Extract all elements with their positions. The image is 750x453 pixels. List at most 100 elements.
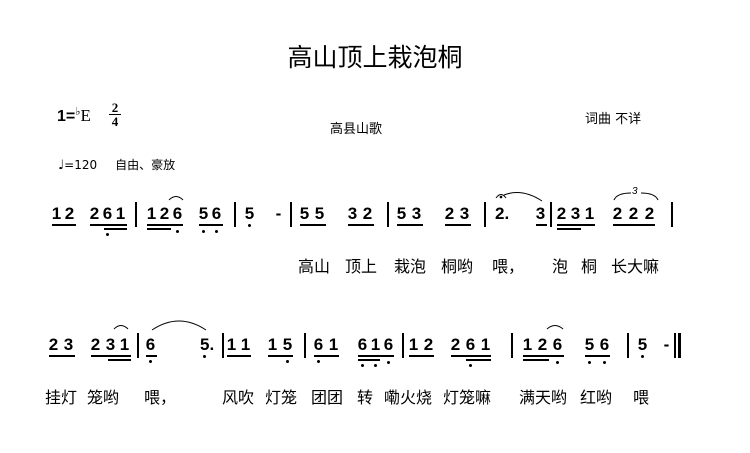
low-octave-dot (641, 355, 644, 358)
lyric: 顶上 (345, 257, 378, 276)
underline (268, 355, 293, 357)
low-octave-dot (202, 230, 205, 233)
accent-arc-icon (168, 196, 184, 201)
underline (445, 224, 471, 226)
lyric: 桐 (581, 257, 598, 276)
note: 3 (535, 204, 546, 223)
note: 5 (299, 204, 310, 223)
slur-icon (151, 320, 207, 331)
underline (104, 228, 127, 230)
underline (348, 224, 374, 226)
low-octave-dot (106, 233, 109, 236)
note: 3 (570, 204, 581, 223)
note: 1 (115, 204, 126, 223)
lyric: 栽泡 (394, 257, 427, 276)
dash: - (275, 204, 282, 223)
note: 3 (459, 204, 470, 223)
note: 1 (146, 204, 157, 223)
underline (314, 355, 339, 357)
underline (91, 355, 131, 357)
note: 1 (584, 204, 595, 223)
note: 6 (102, 204, 113, 223)
underline (557, 228, 581, 230)
barline (222, 333, 224, 358)
lyric: 喂 (633, 388, 650, 407)
underline (146, 355, 157, 357)
underline (409, 355, 434, 357)
lyric: 喂， (492, 257, 525, 276)
note: 6 (599, 335, 610, 354)
dotted-note: 5. (200, 335, 215, 354)
low-octave-dot (215, 230, 218, 233)
note: 2 (628, 204, 639, 223)
underline (300, 224, 326, 226)
low-octave-dot (317, 360, 320, 363)
dotted-note: 2. (495, 204, 510, 223)
note: 2 (423, 335, 434, 354)
underline (557, 224, 595, 226)
accent-arc-icon (546, 325, 564, 330)
lyric: 风吹 (222, 388, 255, 407)
underline (52, 224, 76, 226)
note: 1 (119, 335, 130, 354)
underline (90, 224, 127, 226)
barline (550, 202, 552, 227)
underline (227, 355, 251, 357)
barline (387, 202, 389, 227)
note: 1 (408, 335, 419, 354)
lyric: 转 (357, 388, 374, 407)
lyric: 高山 (298, 257, 331, 276)
underline (523, 355, 564, 357)
key-signature: 1=♭E (57, 106, 91, 126)
lyric: 笼哟 (87, 388, 120, 407)
note: 3 (63, 335, 74, 354)
note: 6 (211, 204, 222, 223)
lyric: 泡 (552, 257, 569, 276)
note: 2 (537, 335, 548, 354)
barline (484, 202, 486, 227)
note: 1 (480, 335, 491, 354)
note: 6 (145, 335, 156, 354)
lyric: 桐哟 (441, 257, 474, 276)
note: 2 (444, 204, 455, 223)
barline (511, 333, 513, 358)
key-tonic: E (80, 106, 91, 125)
fermata-slur-icon (495, 192, 543, 202)
final-barline-thin (674, 333, 676, 358)
note: 6 (552, 335, 563, 354)
low-octave-dot (286, 360, 289, 363)
time-signature: 2 4 (109, 101, 121, 129)
note: 2 (159, 204, 170, 223)
barline (234, 202, 236, 227)
note: 5 (396, 204, 407, 223)
low-octave-dot (588, 361, 591, 364)
note: 6 (313, 335, 324, 354)
song-origin: 高县山歌 (330, 122, 383, 137)
barline (304, 333, 306, 358)
final-barline-thick (678, 333, 681, 358)
low-octave-dot (387, 361, 390, 364)
note: 1 (328, 335, 339, 354)
underline (397, 224, 423, 226)
lyric: 团团 (311, 388, 344, 407)
low-octave-dot (203, 355, 206, 358)
quarter-note-icon: ♩ (58, 158, 65, 173)
lyric: 长大嘛 (611, 257, 660, 276)
triplet-bracket-icon (613, 192, 659, 201)
note: 1 (522, 335, 533, 354)
barline (627, 333, 629, 358)
note: 3 (411, 204, 422, 223)
lyric: 喂， (144, 388, 177, 407)
underline (523, 359, 549, 361)
note: 2 (90, 335, 101, 354)
underline (466, 359, 491, 361)
barline (137, 333, 139, 358)
barline (402, 333, 404, 358)
note: 2 (612, 204, 623, 223)
time-sig-bottom: 4 (111, 114, 119, 129)
note: 2 (89, 204, 100, 223)
underline (536, 224, 547, 226)
note: 5 (244, 204, 255, 223)
low-octave-dot (248, 224, 251, 227)
